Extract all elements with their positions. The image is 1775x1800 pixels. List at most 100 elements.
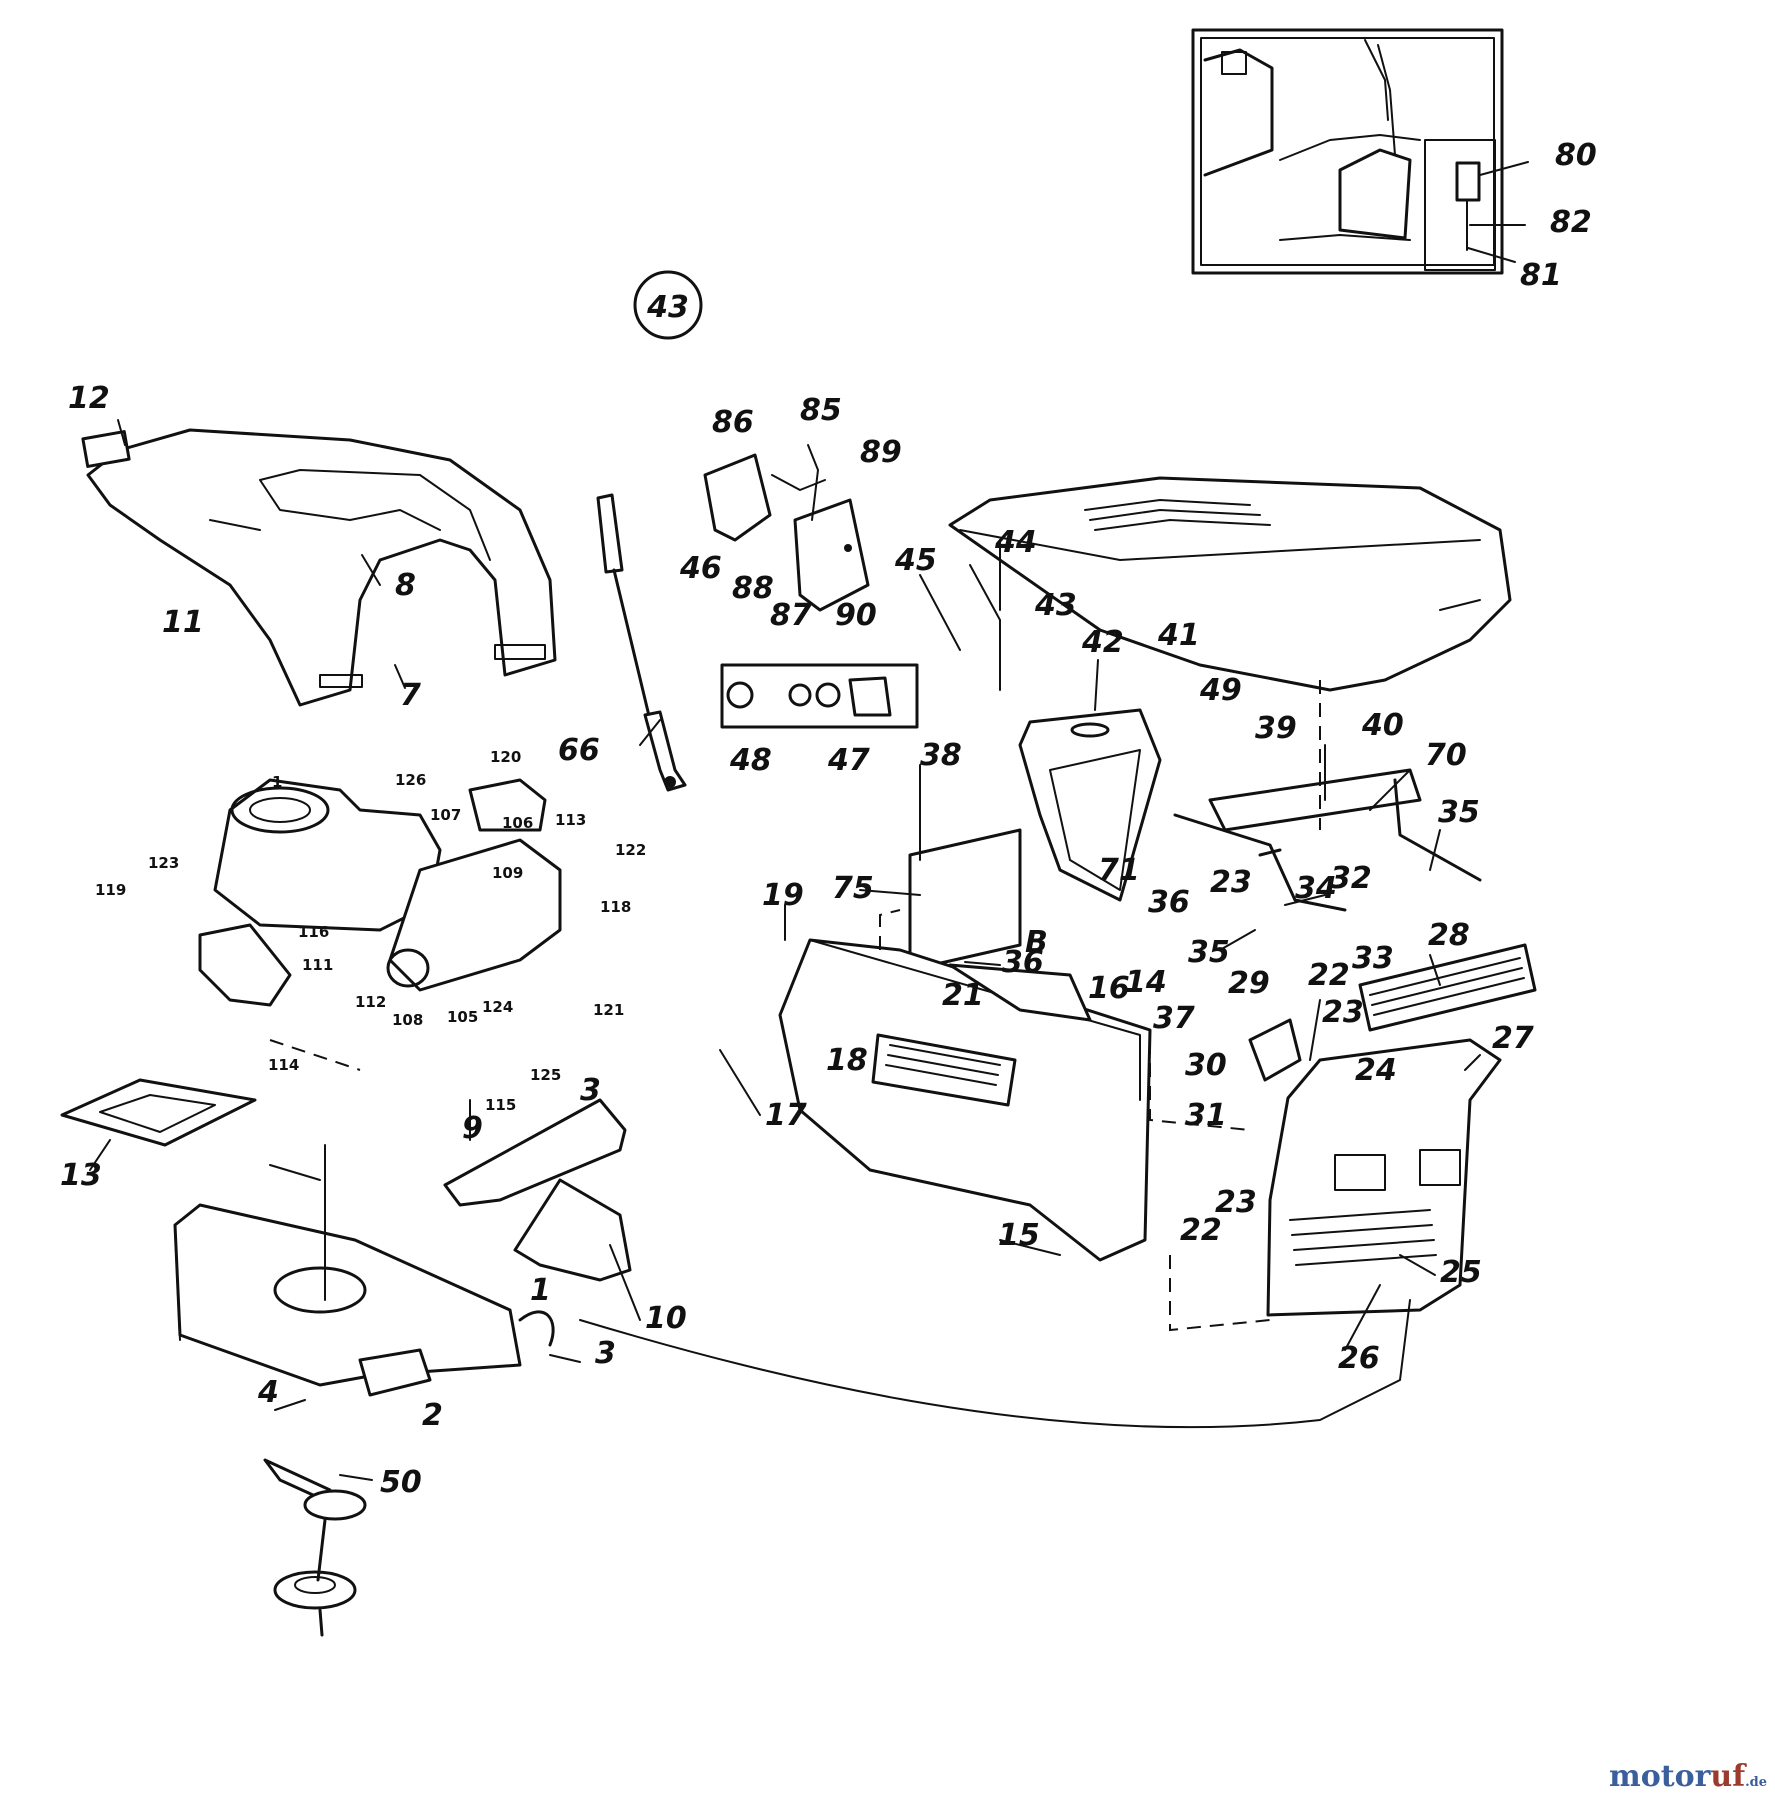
part-label-85: 85 bbox=[800, 393, 842, 428]
front-grille-housing bbox=[778, 938, 1152, 1262]
part-label-7: 7 bbox=[400, 678, 421, 713]
part-label-13: 13 bbox=[60, 1158, 102, 1193]
headlight-29 bbox=[1248, 1018, 1302, 1082]
part-label-106: 106 bbox=[502, 814, 533, 832]
part-label-45: 45 bbox=[894, 543, 937, 578]
part-label-49: 49 bbox=[1199, 673, 1242, 708]
part-label-111: 111 bbox=[302, 956, 333, 974]
part-label-37: 37 bbox=[1153, 1001, 1195, 1036]
part-label-27: 27 bbox=[1492, 1021, 1534, 1056]
part-label-109: 109 bbox=[492, 864, 523, 882]
frame-chassis bbox=[173, 1144, 555, 1397]
part-label-43: 43 bbox=[1034, 588, 1077, 623]
group-number: 43 bbox=[646, 290, 689, 325]
brackets bbox=[443, 1098, 632, 1282]
group-number-badge: 43 bbox=[633, 270, 703, 340]
front-support-frame bbox=[908, 768, 1482, 972]
part-label-40: 40 bbox=[1361, 708, 1404, 743]
floor-mat bbox=[60, 1078, 257, 1147]
part-label-12: 12 bbox=[68, 381, 110, 416]
leader-81 bbox=[1467, 247, 1516, 263]
part-label-116: 116 bbox=[298, 923, 329, 941]
part-label-114: 114 bbox=[268, 1056, 299, 1074]
part-label-38: 38 bbox=[920, 738, 962, 773]
part-label-34: 34 bbox=[1295, 871, 1337, 906]
part-label-41: 41 bbox=[1157, 618, 1200, 653]
part-label-113: 113 bbox=[555, 811, 586, 829]
part-label-25: 25 bbox=[1440, 1255, 1482, 1290]
watermark-tld: .de bbox=[1745, 1775, 1767, 1790]
part-label-17: 17 bbox=[765, 1098, 807, 1133]
part-label-81: 81 bbox=[1520, 258, 1562, 293]
part-label-2: 2 bbox=[422, 1398, 443, 1433]
part-label-123: 123 bbox=[148, 854, 179, 872]
part-label-105: 105 bbox=[447, 1008, 478, 1026]
part-label-31: 31 bbox=[1185, 1098, 1227, 1133]
part-label-21: 21 bbox=[942, 978, 984, 1013]
part-label-124: 124 bbox=[482, 998, 513, 1016]
part-label-14: 14 bbox=[1125, 965, 1167, 1000]
grille-28 bbox=[1358, 943, 1537, 1032]
part-label-121: 121 bbox=[593, 1001, 624, 1019]
part-label-82: 82 bbox=[1550, 205, 1592, 240]
part-label-1a: 1 bbox=[272, 773, 282, 791]
part-label-23b: 23 bbox=[1322, 995, 1364, 1030]
pulley-assembly bbox=[263, 1458, 367, 1637]
part-label-35a: 35 bbox=[1438, 795, 1480, 830]
part-label-33: 33 bbox=[1352, 941, 1394, 976]
part-label-36b: 36 bbox=[1148, 885, 1190, 920]
part-label-120: 120 bbox=[490, 748, 521, 766]
inset-detail-box bbox=[1191, 28, 1529, 275]
part-label-15: 15 bbox=[998, 1218, 1040, 1253]
part-label-32: 32 bbox=[1330, 861, 1372, 896]
part-label-B: B bbox=[1025, 925, 1048, 960]
part-label-30: 30 bbox=[1185, 1048, 1227, 1083]
dash-panel bbox=[969, 564, 1162, 902]
shift-lever bbox=[596, 493, 687, 792]
part-label-22a: 22 bbox=[1308, 958, 1350, 993]
throttle-panel bbox=[720, 663, 919, 729]
assembly-lines bbox=[269, 680, 1411, 1429]
part-label-90: 90 bbox=[835, 598, 877, 633]
watermark-logo: motoruf.de bbox=[1609, 1759, 1767, 1794]
part-label-26: 26 bbox=[1338, 1341, 1380, 1376]
leader-80 bbox=[1479, 161, 1529, 176]
part-label-9: 9 bbox=[462, 1111, 483, 1146]
part-label-23a: 23 bbox=[1210, 865, 1252, 900]
decal-12 bbox=[81, 430, 131, 468]
part-label-115: 115 bbox=[485, 1096, 516, 1114]
hood bbox=[948, 476, 1512, 692]
part-label-87: 87 bbox=[770, 598, 812, 633]
part-label-108: 108 bbox=[392, 1011, 423, 1029]
part-label-86: 86 bbox=[712, 405, 754, 440]
front-bumper bbox=[1248, 943, 1537, 1317]
part-label-107: 107 bbox=[430, 806, 461, 824]
part-label-44: 44 bbox=[994, 525, 1037, 560]
part-label-1b: 1 bbox=[530, 1273, 551, 1308]
part-label-88: 88 bbox=[732, 571, 774, 606]
part-label-28: 28 bbox=[1428, 918, 1470, 953]
part-label-10: 10 bbox=[645, 1301, 687, 1336]
part-label-122: 122 bbox=[615, 841, 646, 859]
part-label-19: 19 bbox=[762, 878, 804, 913]
grille-21 bbox=[871, 1033, 1017, 1107]
part-label-48: 48 bbox=[729, 743, 772, 778]
part-label-112: 112 bbox=[355, 993, 386, 1011]
part-label-23c: 23 bbox=[1215, 1185, 1257, 1220]
engine-assembly bbox=[198, 778, 562, 1007]
part-label-4: 4 bbox=[257, 1375, 279, 1410]
part-label-71: 71 bbox=[1098, 853, 1140, 888]
part-label-11: 11 bbox=[162, 605, 204, 640]
part-label-66: 66 bbox=[558, 733, 600, 768]
part-label-22b: 22 bbox=[1180, 1213, 1222, 1248]
part-label-125: 125 bbox=[530, 1066, 561, 1084]
part-label-42: 42 bbox=[1081, 625, 1124, 660]
part-label-50: 50 bbox=[380, 1465, 422, 1500]
part-label-119: 119 bbox=[95, 881, 126, 899]
part-label-47: 47 bbox=[827, 743, 870, 778]
watermark-part1: motor bbox=[1608, 1759, 1711, 1794]
part-label-118: 118 bbox=[600, 898, 631, 916]
rear-fender bbox=[81, 428, 557, 707]
